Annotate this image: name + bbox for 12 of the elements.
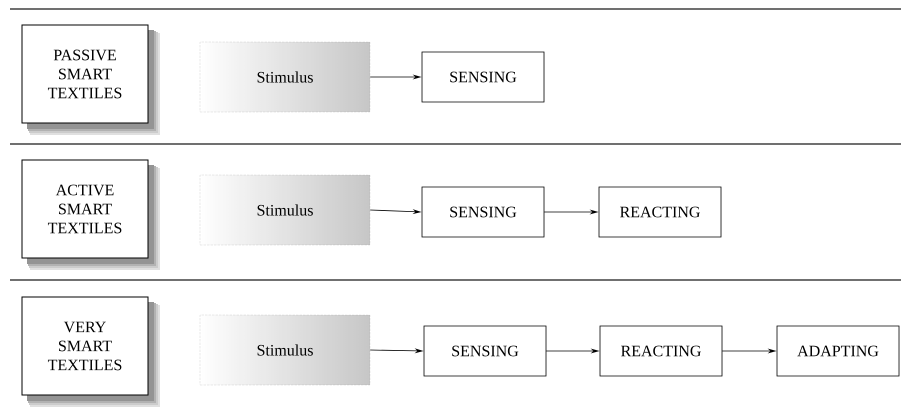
process-box: SENSING <box>422 186 544 238</box>
process-box: REACTING <box>598 186 722 238</box>
process-box: REACTING <box>600 326 722 376</box>
stimulus-box: Stimulus <box>200 314 370 386</box>
category-box: ACTIVE SMART TEXTILES <box>22 160 160 270</box>
process-box: SENSING <box>422 52 544 102</box>
category-box: PASSIVE SMART TEXTILES <box>22 24 160 135</box>
process-box: SENSING <box>424 326 546 376</box>
stimulus-box: Stimulus <box>200 174 370 246</box>
category-box: VERY SMART TEXTILES <box>22 296 160 407</box>
stimulus-box: Stimulus <box>200 42 370 112</box>
process-box: ADAPTING <box>776 326 900 376</box>
